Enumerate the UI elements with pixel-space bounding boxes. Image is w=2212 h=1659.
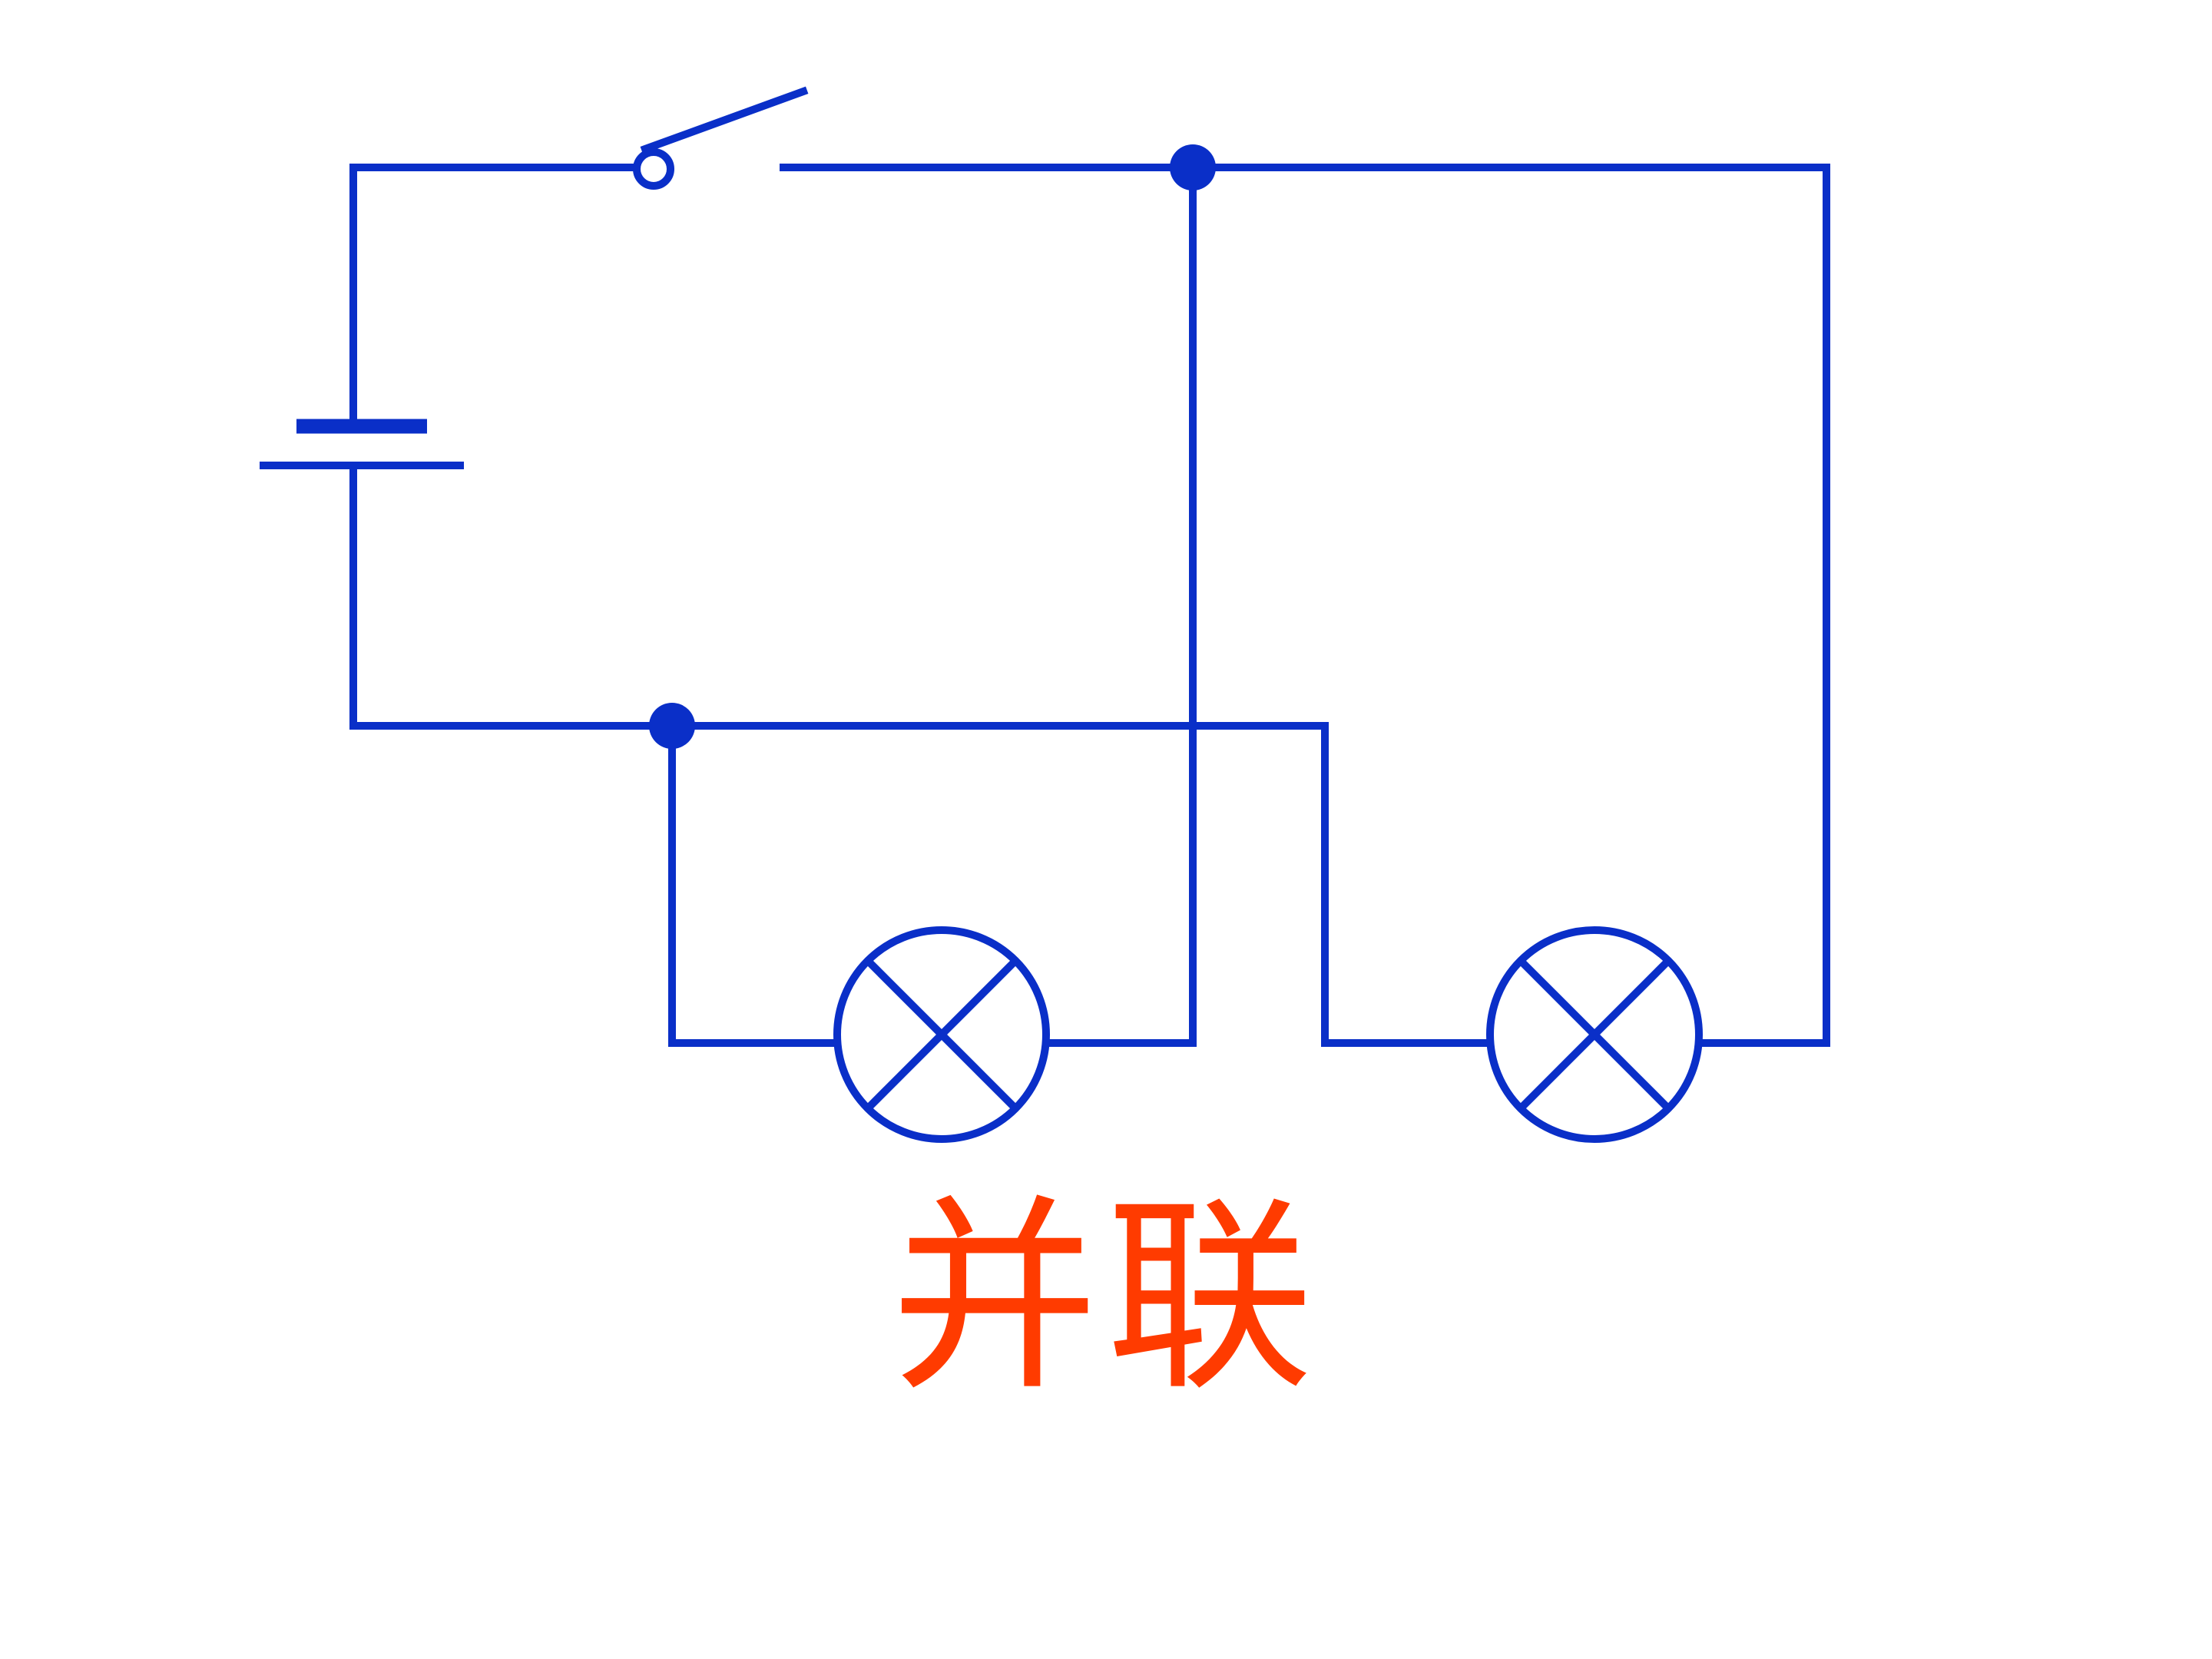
junction-node-top: [1170, 144, 1216, 190]
switch-blade: [640, 86, 809, 154]
switch-symbol: [633, 86, 809, 190]
diagram-caption: 并联: [891, 1177, 1321, 1419]
switch-pivot: [633, 148, 674, 190]
battery-symbol: [260, 419, 464, 469]
lamp-2-cross-b: [1518, 958, 1671, 1111]
lamp-2: [1486, 926, 1703, 1143]
lamp-1-cross-b: [865, 958, 1018, 1111]
lamp-1-branch: [668, 722, 1197, 1047]
lamp-1: [833, 926, 1050, 1143]
lamp-2-branch: [1321, 722, 1830, 1047]
junction-node-bottom: [649, 703, 695, 749]
